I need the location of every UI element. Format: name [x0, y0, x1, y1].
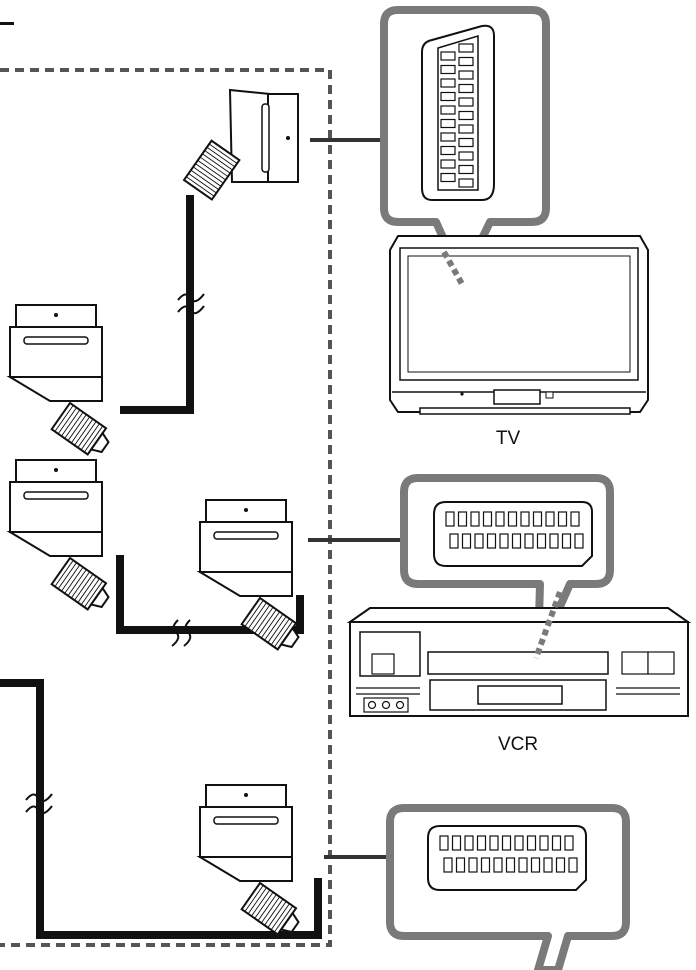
socket-pin — [555, 857, 566, 873]
socket-pin — [440, 145, 456, 156]
socket-pin — [470, 511, 480, 527]
vcr-socket-pins — [445, 511, 584, 549]
socket-pin — [482, 511, 493, 527]
socket-pin — [439, 835, 449, 851]
socket-pin — [458, 178, 474, 188]
cable-1-break — [177, 293, 205, 315]
tv-scart-socket — [421, 24, 495, 201]
socket-pin — [440, 172, 456, 183]
socket-pin — [489, 835, 499, 851]
socket-pin — [493, 857, 503, 873]
socket-pin — [476, 835, 487, 851]
socket-pin — [539, 835, 549, 851]
socket-pin — [445, 511, 455, 527]
socket-pin — [526, 835, 537, 851]
socket-pin — [543, 857, 553, 873]
socket-pin — [468, 857, 478, 873]
socket-pin — [458, 137, 474, 148]
socket-pin — [440, 91, 456, 102]
cable-3 — [0, 679, 322, 939]
socket-pin — [440, 78, 456, 88]
socket-pin — [486, 533, 497, 549]
socket-pin — [457, 511, 468, 527]
device-3-socket-pins — [439, 835, 578, 873]
socket-pin — [549, 533, 559, 549]
cable-1 — [120, 195, 194, 414]
socket-pin — [440, 64, 456, 75]
socket-pin — [480, 857, 491, 873]
tv-label: TV — [496, 428, 521, 449]
socket-pin — [514, 835, 524, 851]
socket-pin — [511, 533, 522, 549]
socket-pin — [458, 83, 474, 94]
socket-pin — [545, 511, 555, 527]
socket-pin — [449, 533, 459, 549]
socket-pin — [520, 511, 530, 527]
socket-pin — [524, 533, 534, 549]
socket-pin — [561, 533, 572, 549]
tv — [389, 235, 649, 415]
socket-pin — [518, 857, 528, 873]
vcr — [346, 607, 692, 717]
socket-pin — [568, 857, 578, 873]
socket-pin — [499, 533, 509, 549]
cable-2-break — [171, 619, 192, 647]
socket-pin — [458, 110, 474, 121]
tv-dotted-connector — [441, 250, 465, 286]
dashed-enclosure — [0, 68, 332, 947]
cable-3-break — [25, 793, 53, 815]
scart-plug-3-device-end — [199, 784, 306, 942]
socket-pin — [557, 511, 568, 527]
socket-pin — [458, 164, 474, 175]
socket-pin — [458, 151, 474, 161]
tv-socket-pins — [440, 43, 474, 188]
scart-plug-1-source — [9, 304, 116, 462]
vcr-dotted-connector — [533, 590, 563, 660]
socket-pin — [440, 51, 456, 61]
socket-pin — [458, 70, 474, 80]
vcr-label: VCR — [498, 734, 538, 755]
socket-pin — [536, 533, 547, 549]
socket-pin — [458, 43, 474, 53]
socket-pin — [451, 835, 462, 851]
socket-pin — [505, 857, 516, 873]
socket-pin — [507, 511, 518, 527]
socket-pin — [440, 118, 456, 129]
socket-pin — [495, 511, 505, 527]
socket-pin — [551, 835, 562, 851]
socket-pin — [440, 159, 456, 169]
scart-plug-tv-end — [182, 88, 299, 201]
socket-pin — [440, 105, 456, 115]
socket-pin — [458, 97, 474, 107]
socket-pin — [570, 511, 580, 527]
socket-pin — [574, 533, 584, 549]
socket-pin — [464, 835, 474, 851]
socket-pin — [501, 835, 512, 851]
cable-2 — [116, 555, 304, 634]
top-left-mark — [0, 22, 14, 25]
socket-pin — [440, 132, 456, 142]
socket-pin — [443, 857, 453, 873]
socket-pin — [532, 511, 543, 527]
socket-pin — [461, 533, 472, 549]
scart-plug-2-source — [9, 459, 116, 617]
socket-pin — [458, 56, 474, 67]
socket-pin — [474, 533, 484, 549]
socket-pin — [530, 857, 541, 873]
socket-pin — [455, 857, 466, 873]
socket-pin — [564, 835, 574, 851]
socket-pin — [458, 124, 474, 134]
